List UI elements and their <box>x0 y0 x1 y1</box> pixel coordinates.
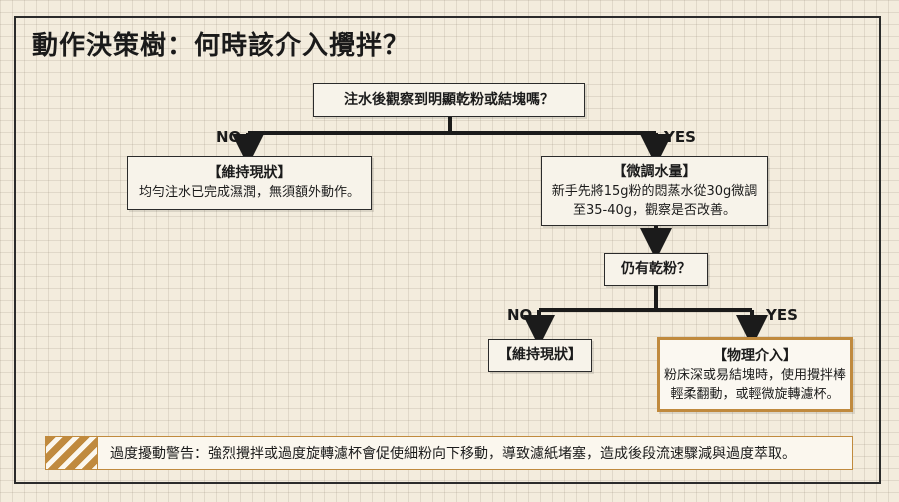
second-question-text: 仍有乾粉？ <box>621 261 691 277</box>
second-no-label: NO <box>507 306 533 324</box>
warning-text: 過度擾動警告：強烈攪拌或過度旋轉濾杯會促使細粉向下移動，導致濾紙堵塞，造成後段流… <box>110 446 796 462</box>
keep-status-box: 【維持現狀】 均勻注水已完成濕潤，無須額外動作。 <box>127 156 372 210</box>
second-yes-label: YES <box>766 306 798 324</box>
second-question-box: 仍有乾粉？ <box>604 253 708 286</box>
keep-status-2-heading: 【維持現狀】 <box>498 347 582 363</box>
outer-frame <box>14 16 881 484</box>
adjust-water-box: 【微調水量】 新手先將15g粉的悶蒸水從30g微調 至35-40g，觀察是否改善… <box>541 156 768 226</box>
page-title: 動作決策樹：何時該介入攪拌？ <box>32 31 411 61</box>
adjust-water-heading: 【微調水量】 <box>612 164 697 180</box>
physical-intervene-box: 【物理介入】 粉床深或易結塊時，使用攪拌棒 輕柔翻動，或輕微旋轉濾杯。 <box>657 337 853 412</box>
adjust-water-line2: 至35-40g，觀察是否改善。 <box>572 203 737 218</box>
root-question-text: 注水後觀察到明顯乾粉或結塊嗎？ <box>344 91 554 108</box>
adjust-water-line1: 新手先將15g粉的悶蒸水從30g微調 <box>551 184 758 199</box>
warning-banner: 過度擾動警告：強烈攪拌或過度旋轉濾杯會促使細粉向下移動，導致濾紙堵塞，造成後段流… <box>45 436 853 470</box>
branch-no-label: NO <box>216 128 242 146</box>
keep-status-box-2: 【維持現狀】 <box>488 339 592 372</box>
root-question-box: 注水後觀察到明顯乾粉或結塊嗎？ <box>313 83 585 117</box>
keep-status-text: 均勻注水已完成濕潤，無須額外動作。 <box>138 185 360 200</box>
hazard-stripes-icon <box>46 437 98 469</box>
branch-yes-label: YES <box>664 128 696 146</box>
physical-intervene-heading: 【物理介入】 <box>713 348 797 364</box>
keep-status-heading: 【維持現狀】 <box>207 165 292 181</box>
physical-intervene-line1: 粉床深或易結塊時，使用攪拌棒 <box>663 368 846 383</box>
physical-intervene-line2: 輕柔翻動，或輕微旋轉濾杯。 <box>670 387 840 402</box>
